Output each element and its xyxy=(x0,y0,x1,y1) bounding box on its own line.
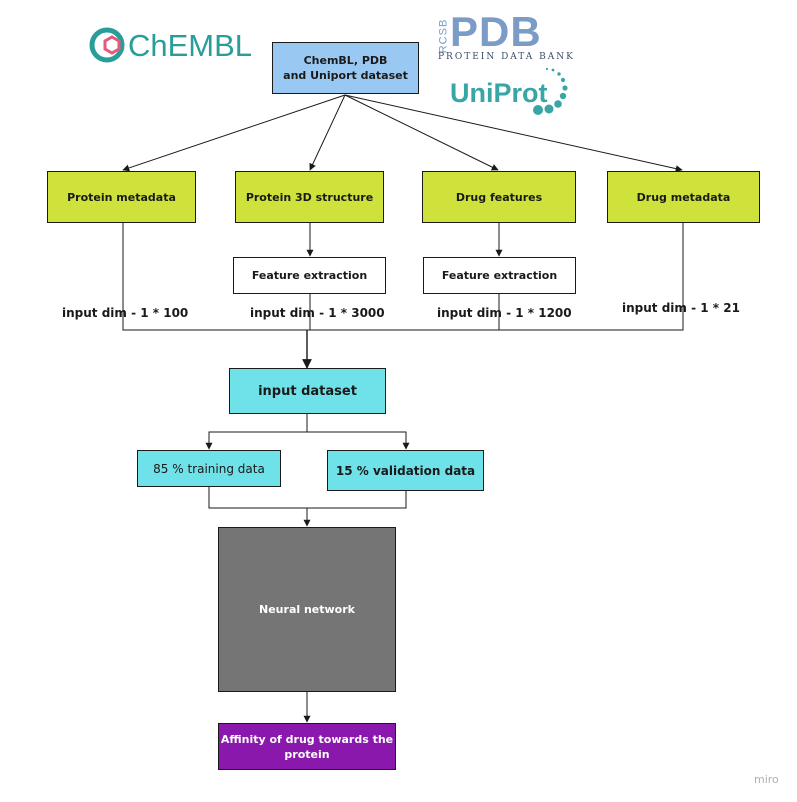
affinity-output-node[interactable]: Affinity of drug towards the protein xyxy=(218,723,396,770)
dim-label-protein-metadata: input dim - 1 * 100 xyxy=(62,306,189,320)
drug-metadata-label: Drug metadata xyxy=(636,190,731,204)
arrow-source-drug-features xyxy=(344,94,499,171)
validation-data-node[interactable]: 15 % validation data xyxy=(327,450,484,491)
miro-watermark: miro xyxy=(754,773,779,786)
feature-extraction-label-1: Feature extraction xyxy=(251,269,368,282)
chembl-logo: ChEMBL xyxy=(88,26,268,66)
protein-3d-structure-node[interactable]: Protein 3D structure xyxy=(235,171,384,223)
dim-label-drug-metadata: input dim - 1 * 21 xyxy=(622,301,740,315)
pdb-subtitle: PROTEIN DATA BANK xyxy=(438,52,575,62)
protein-3d-structure-label: Protein 3D structure xyxy=(245,190,374,204)
arrow-to-training xyxy=(205,414,308,450)
drug-features-label: Drug features xyxy=(455,190,543,204)
feature-extraction-node-2[interactable]: Feature extraction xyxy=(423,257,576,294)
protein-metadata-label: Protein metadata xyxy=(67,190,176,204)
connector-drug-metadata xyxy=(307,223,684,331)
connector-training xyxy=(208,487,307,509)
source-dataset-label: ChemBL, PDB and Uniport dataset xyxy=(283,54,408,82)
arrow-source-protein-metadata xyxy=(122,94,346,172)
neural-network-label: Neural network xyxy=(259,603,355,616)
neural-network-node[interactable]: Neural network xyxy=(218,527,396,692)
dim-label-protein-3d: input dim - 1 * 3000 xyxy=(250,306,385,320)
arrow-source-protein-3d xyxy=(309,94,346,171)
chembl-wordmark: ChEMBL xyxy=(128,28,253,63)
validation-data-label: 15 % validation data xyxy=(335,463,476,478)
protein-metadata-node[interactable]: Protein metadata xyxy=(47,171,196,223)
dotted-swirl-icon xyxy=(533,67,568,115)
connector-validation xyxy=(307,491,407,509)
pdb-logo: RCSB PDB PROTEIN DATA BANK xyxy=(434,8,604,66)
feature-extraction-node-1[interactable]: Feature extraction xyxy=(233,257,386,294)
input-dataset-label: input dataset xyxy=(258,383,357,399)
uniprot-logo: UniProt xyxy=(450,67,575,120)
dim-label-drug-features: input dim - 1 * 1200 xyxy=(437,306,572,320)
pdb-rcsb-text: RCSB xyxy=(437,18,450,54)
source-dataset-node[interactable]: ChemBL, PDB and Uniport dataset xyxy=(272,42,419,94)
drug-features-node[interactable]: Drug features xyxy=(422,171,576,223)
connector-protein-metadata xyxy=(122,223,307,331)
arrow-source-drug-metadata xyxy=(344,94,683,173)
affinity-output-label: Affinity of drug towards the protein xyxy=(220,732,394,761)
feature-extraction-label-2: Feature extraction xyxy=(441,269,558,282)
training-data-node[interactable]: 85 % training data xyxy=(137,450,281,487)
input-dataset-node[interactable]: input dataset xyxy=(229,368,386,414)
pdb-wordmark: PDB xyxy=(450,8,542,55)
drug-metadata-node[interactable]: Drug metadata xyxy=(607,171,760,223)
arrow-to-validation xyxy=(307,431,410,450)
hexagon-molecule-icon xyxy=(89,27,125,63)
training-data-label: 85 % training data xyxy=(153,461,265,476)
uniprot-wordmark: UniProt xyxy=(450,78,548,108)
